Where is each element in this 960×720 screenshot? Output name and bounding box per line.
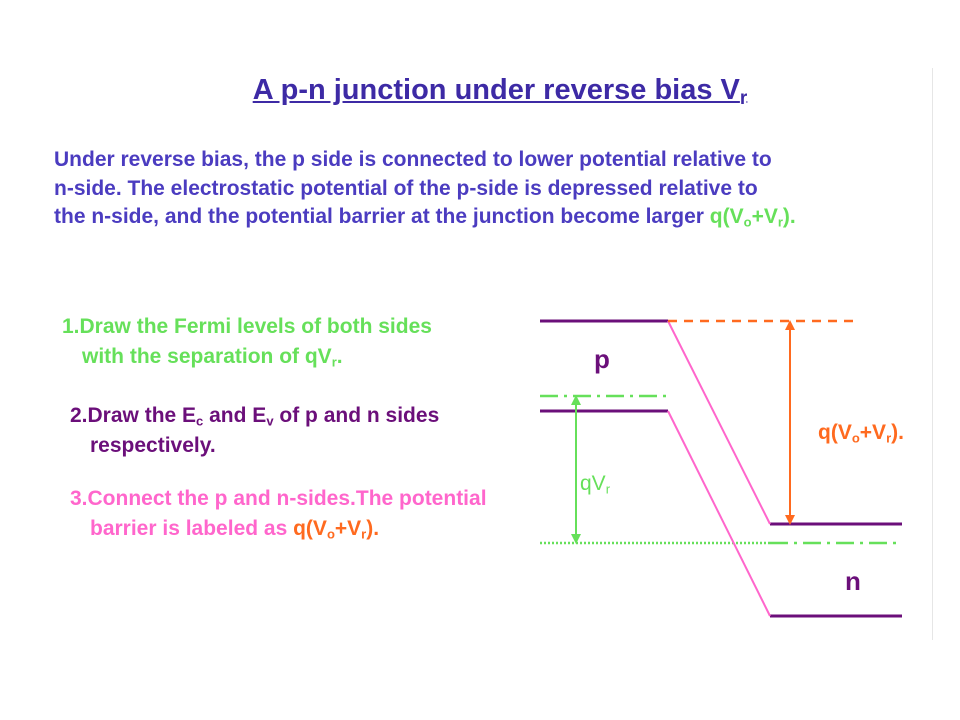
qvr-label: qVr: [580, 472, 611, 497]
p-side-label: p: [594, 344, 610, 374]
title-text: A p-n junction under reverse bias V: [252, 74, 740, 106]
intro-barrier-expression: q(Vo+Vr).: [709, 205, 796, 230]
intro-line-3: the n-side, and the potential barrier at…: [54, 205, 710, 228]
slide-edge-line: [932, 68, 933, 640]
intro-line-2: n-side. The electrostatic potential of t…: [54, 176, 758, 200]
step-3-line-1: 3.Connect the p and n-sides.The potentia…: [70, 487, 487, 510]
intro-paragraph: Under reverse bias, the p side is connec…: [54, 146, 944, 232]
step-3-barrier-expression: q(Vo+Vr).: [293, 517, 380, 542]
step-1: 1.Draw the Fermi levels of both sides wi…: [62, 312, 432, 372]
step-1-line-2: with the separation of qVr.: [82, 345, 343, 370]
valence-band-connector: [667, 410, 771, 617]
step-3: 3.Connect the p and n-sides.The potentia…: [70, 484, 487, 544]
step-2: 2.Draw the Ec and Ev of p and n sides re…: [70, 401, 439, 461]
step-1-line-1: 1.Draw the Fermi levels of both sides: [62, 315, 432, 338]
conduction-band-connector: [667, 320, 771, 525]
title-subscript: r: [739, 87, 748, 109]
barrier-label: q(Vo+Vr).: [818, 421, 904, 446]
intro-line-1: Under reverse bias, the p side is connec…: [54, 148, 772, 171]
step-3-line-2: barrier is labeled as q(Vo+Vr).: [90, 517, 380, 542]
n-side-label: n: [845, 566, 861, 596]
step-2-line-1: 2.Draw the Ec and Ev of p and n sides: [70, 404, 440, 429]
step-2-line-2: respectively.: [90, 434, 216, 457]
slide-title: A p-n junction under reverse bias Vr: [0, 74, 960, 109]
